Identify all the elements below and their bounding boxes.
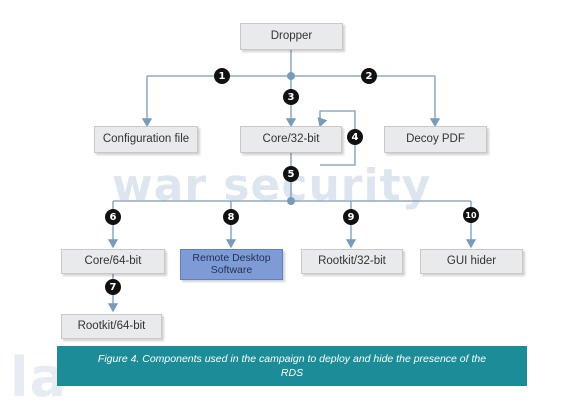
node-decoy-pdf: Decoy PDF <box>384 126 487 153</box>
hub-node-1 <box>287 72 295 80</box>
watermark-text: war security <box>112 160 432 211</box>
step-badge-10: 10 <box>463 207 479 223</box>
step-badge-8: 8 <box>223 209 239 225</box>
edge-loop-4 <box>319 110 356 166</box>
step-badge-9: 9 <box>343 209 359 225</box>
node-configuration-file: Configuration file <box>94 126 198 153</box>
step-badge-5: 5 <box>283 166 299 182</box>
node-core-32: Core/32-bit <box>240 126 342 153</box>
step-badge-4: 4 <box>347 129 363 145</box>
node-dropper: Dropper <box>240 23 343 50</box>
node-rootkit-64: Rootkit/64-bit <box>61 314 162 339</box>
node-remote-desktop-software: Remote Desktop Software <box>180 249 283 280</box>
step-badge-7: 7 <box>105 279 121 295</box>
edge-loop-4-arrow <box>317 116 328 128</box>
step-badge-1: 1 <box>214 68 230 84</box>
step-badge-3: 3 <box>283 89 299 105</box>
step-badge-6: 6 <box>105 209 121 225</box>
node-gui-hider: GUI hider <box>420 249 523 274</box>
node-rootkit-32: Rootkit/32-bit <box>301 249 403 274</box>
watermark-text-2: la <box>10 346 67 409</box>
step-badge-2: 2 <box>361 68 377 84</box>
node-core-64: Core/64-bit <box>61 249 165 274</box>
hub-node-2 <box>287 197 295 205</box>
figure-caption: Figure 4. Components used in the campaig… <box>57 346 527 386</box>
